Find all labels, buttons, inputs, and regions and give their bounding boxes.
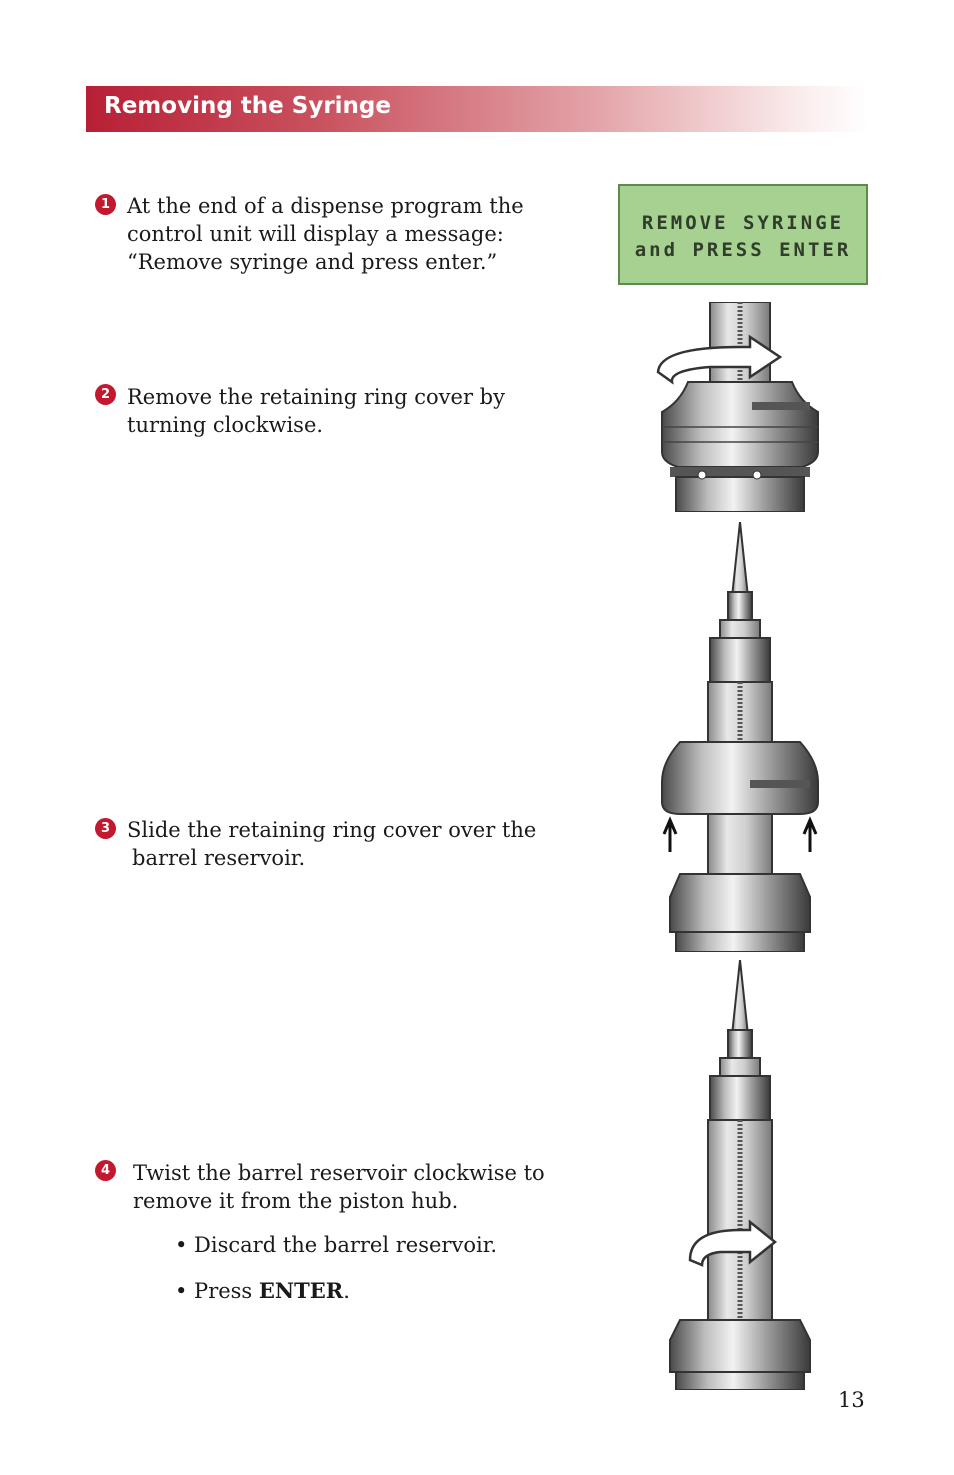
step-1-line-3: “Remove syringe and press enter.”	[127, 250, 498, 274]
step-3-badge: 3	[95, 818, 116, 839]
lcd-line-2: and PRESS ENTER	[634, 239, 852, 261]
enter-key-label: ENTER	[258, 1278, 344, 1303]
step-4-text: Twist the barrel reservoir clockwise to …	[133, 1159, 545, 1215]
page-number: 13	[838, 1388, 865, 1412]
step-4-line-2: remove it from the piston hub.	[133, 1189, 459, 1213]
step-1-line-2: control unit will display a message:	[127, 222, 504, 246]
bullet-press-suffix: .	[343, 1279, 350, 1303]
bullet-press-enter: • Press ENTER.	[175, 1278, 350, 1303]
retaining-ring-cover-illustration	[656, 302, 819, 512]
step-2-text: Remove the retaining ring cover by turni…	[127, 383, 505, 439]
step-4-line-1: Twist the barrel reservoir clockwise to	[133, 1161, 545, 1185]
step-1-badge: 1	[95, 194, 116, 215]
section-header: Removing the Syringe	[86, 86, 868, 132]
step-2-line-2: turning clockwise.	[127, 413, 324, 437]
step-1-line-1: At the end of a dispense program the	[127, 194, 524, 218]
step-2-badge: 2	[95, 384, 116, 405]
lcd-display: REMOVE SYRINGE and PRESS ENTER	[618, 184, 868, 285]
bullet-press-prefix: • Press	[175, 1279, 259, 1303]
section-title: Removing the Syringe	[104, 93, 391, 119]
twist-barrel-illustration	[669, 960, 811, 1390]
lcd-line-1: REMOVE SYRINGE	[641, 212, 845, 234]
step-2-line-1: Remove the retaining ring cover by	[127, 385, 505, 409]
bullet-discard: • Discard the barrel reservoir.	[175, 1233, 498, 1257]
slide-cover-illustration	[661, 522, 819, 952]
step-3-text: Slide the retaining ring cover over the …	[127, 816, 536, 872]
step-3-line-1: Slide the retaining ring cover over the	[127, 818, 537, 842]
step-1-text: At the end of a dispense program the con…	[127, 192, 524, 276]
step-3-line-2: barrel reservoir.	[132, 846, 306, 870]
step-4-badge: 4	[95, 1160, 116, 1181]
